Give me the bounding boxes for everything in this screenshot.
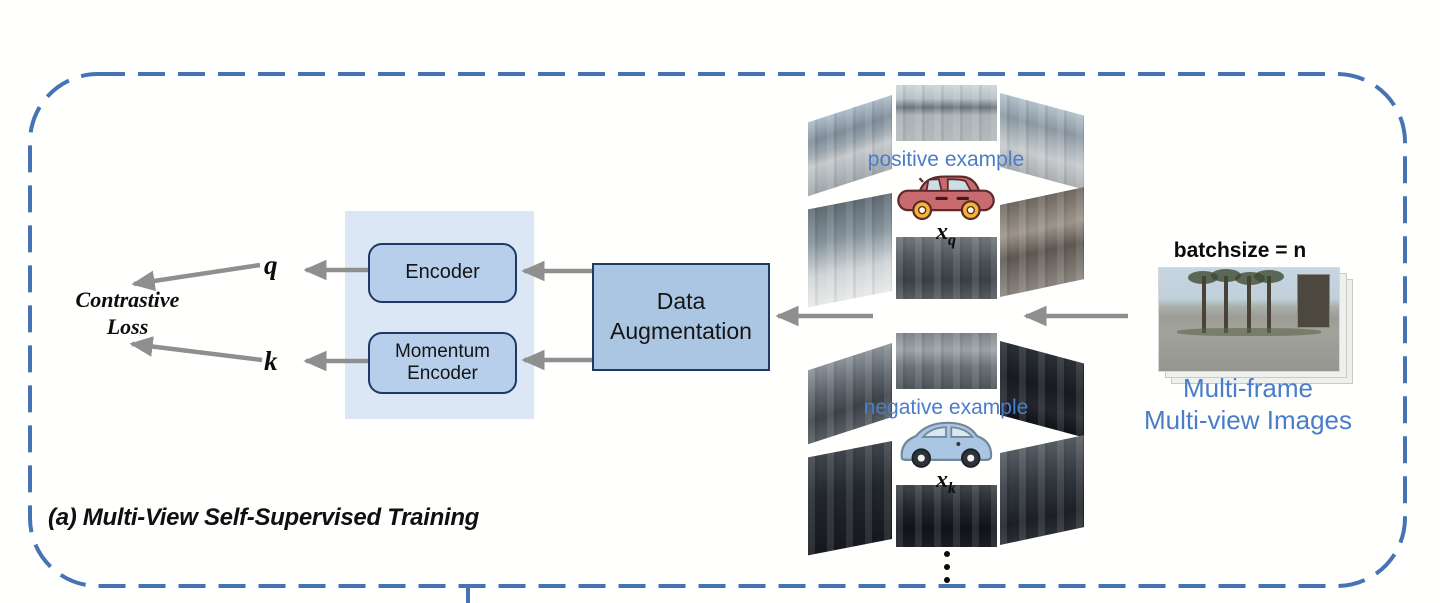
positive-example-cluster: positive example xq xyxy=(806,85,1086,308)
arrow-k-to-loss xyxy=(129,336,263,363)
subfigure-caption: (a) Multi-View Self-Supervised Training xyxy=(48,504,480,531)
camera-view-front-left-image xyxy=(808,95,892,197)
dot xyxy=(944,577,950,583)
camera-view-front-right-image xyxy=(1000,93,1084,190)
encoder-label: Encoder xyxy=(405,261,480,284)
data-augmentation-box: Data Augmentation xyxy=(592,263,770,371)
street-scene-image xyxy=(1158,267,1340,372)
dot xyxy=(944,564,950,570)
camera-view-front-image xyxy=(896,333,997,389)
momentum-encoder-line1: Momentum xyxy=(394,340,491,362)
xk-variable-label: xk xyxy=(806,467,1086,498)
data-augmentation-line1: Data xyxy=(656,288,706,315)
palm-tree xyxy=(1202,276,1207,333)
multiview-images-caption: Multi-frame Multi-view Images xyxy=(1128,373,1368,436)
xq-base: x xyxy=(936,219,948,245)
billboard xyxy=(1297,274,1330,328)
negative-example-cluster: negative example xk xyxy=(806,333,1086,556)
momentum-encoder-line2: Encoder xyxy=(407,363,478,384)
k-output-label: k xyxy=(264,346,278,376)
contrastive-loss-line1: Contrastive xyxy=(75,287,180,312)
contrastive-loss-line2: Loss xyxy=(106,313,149,339)
palm-frond xyxy=(1254,270,1285,284)
dot xyxy=(944,551,950,557)
contrastive-loss-label: Contrastive Loss xyxy=(45,287,210,341)
camera-view-front-image xyxy=(896,85,997,141)
batchsize-label: batchsize = n xyxy=(1173,239,1307,262)
red-car-icon xyxy=(897,175,995,221)
multiview-caption-line2: Multi-view Images xyxy=(1143,404,1353,435)
data-augmentation-line2: Augmentation xyxy=(610,318,752,344)
multiframe-image-stack xyxy=(1158,267,1353,384)
momentum-encoder-box: Momentum Encoder xyxy=(368,332,517,394)
arrow-q-to-loss xyxy=(131,262,261,292)
camera-view-front-left-image xyxy=(808,343,892,445)
camera-view-back-left-image xyxy=(808,441,892,556)
more-examples-ellipsis xyxy=(944,551,950,583)
q-output-label: q xyxy=(264,250,278,280)
xk-base: x xyxy=(936,467,948,493)
multiview-caption-line1: Multi-frame xyxy=(1182,373,1313,403)
palm-tree xyxy=(1223,276,1228,333)
xk-subscript: k xyxy=(948,479,956,497)
xq-subscript: q xyxy=(948,231,956,249)
roadside-shrubs xyxy=(1177,327,1321,336)
camera-view-back-left-image xyxy=(808,193,892,308)
blue-car-icon xyxy=(900,421,993,468)
palm-tree xyxy=(1267,276,1271,333)
xq-variable-label: xq xyxy=(806,219,1086,250)
camera-view-front-right-image xyxy=(1000,341,1084,438)
encoder-box: Encoder xyxy=(368,243,517,303)
